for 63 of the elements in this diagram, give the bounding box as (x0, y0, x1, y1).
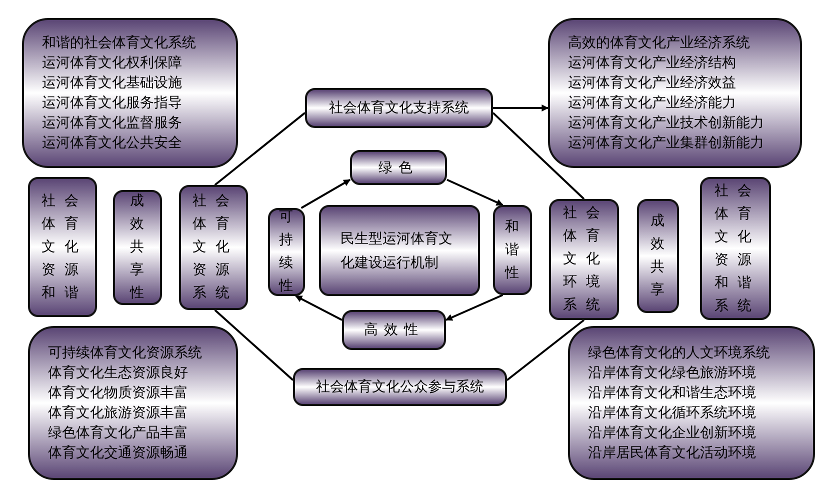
list-item: 运河体育文化产业集群创新能力 (568, 134, 764, 153)
box-label: 高效性 (364, 321, 424, 340)
arrow (300, 178, 351, 209)
box-label: 社会体育文化支持系统 (329, 99, 469, 118)
label-box (293, 368, 507, 406)
list-item: 运河体育文化产业技术创新能力 (568, 114, 764, 133)
list-item: 沿岸体育文化循环系统环境 (588, 404, 756, 423)
vertical-label-box (179, 185, 248, 310)
list-item: 体育文化物质资源丰富 (48, 384, 188, 403)
box-heading: 和谐的社会体育文化系统 (42, 34, 196, 53)
list-item: 沿岸体育文化绿色旅游环境 (588, 364, 756, 383)
arrow (493, 104, 549, 112)
list-item: 运河体育文化产业经济能力 (568, 94, 736, 113)
list-box (28, 326, 238, 480)
list-item: 沿岸体育文化企业创新环境 (588, 424, 756, 443)
list-item: 体育文化交通资源畅通 (48, 444, 188, 463)
vertical-label-box (493, 205, 532, 295)
box-label: 民生型运河体育文化建设运行机制 (340, 230, 454, 272)
connector-line (214, 112, 306, 186)
vertical-label-box (549, 199, 619, 320)
list-item: 运河体育文化权利保障 (42, 54, 182, 73)
list-item: 运河体育文化公共安全 (42, 134, 182, 153)
list-item: 运河体育文化产业经济结构 (568, 54, 736, 73)
list-item: 沿岸居民体育文化活动环境 (588, 444, 756, 463)
box-heading: 可持续体育文化资源系统 (48, 344, 202, 363)
list-item: 运河体育文化产业经济效益 (568, 74, 736, 93)
box-label: 社会体育文化资源和谐系统 (714, 182, 762, 316)
box-label: 社会体育文化环境系统 (562, 204, 610, 315)
vertical-label-box (700, 177, 771, 320)
box-label: 社会体育文化公众参与系统 (316, 378, 484, 397)
list-box (568, 326, 815, 480)
list-box (548, 18, 802, 168)
vertical-label-box (637, 199, 679, 313)
list-item: 绿色体育文化产品丰富 (48, 424, 188, 443)
box-label: 和谐性 (505, 218, 520, 282)
vertical-label-box (268, 208, 305, 296)
connector-line (214, 309, 294, 381)
label-box (319, 205, 480, 296)
arrow (445, 294, 504, 321)
arrow (295, 295, 342, 321)
box-label: 成效共享性 (130, 192, 145, 303)
list-item: 运河体育文化服务指导 (42, 94, 182, 113)
list-item: 沿岸体育文化和谐生态环境 (588, 384, 756, 403)
label-box (342, 310, 446, 350)
arrow (446, 178, 504, 206)
box-label: 成效共享 (650, 212, 666, 300)
list-item: 运河体育文化基础设施 (42, 74, 182, 93)
box-heading: 高效的体育文化产业经济系统 (568, 34, 750, 53)
box-label: 可持续性 (279, 208, 294, 296)
box-label: 社会体育文化资源系统 (192, 192, 240, 303)
label-box (350, 150, 447, 185)
list-box (22, 18, 238, 168)
list-item: 体育文化生态资源良好 (48, 364, 188, 383)
list-item: 体育文化旅游资源丰富 (48, 404, 188, 423)
vertical-label-box (28, 177, 97, 317)
box-label: 社会体育文化资源和谐 (40, 192, 88, 302)
connector-line (506, 319, 585, 381)
vertical-label-box (113, 190, 162, 305)
box-heading: 绿色体育文化的人文环境系统 (588, 344, 770, 363)
label-box (305, 88, 493, 128)
connector-line (492, 112, 585, 200)
box-label: 绿色 (378, 158, 418, 178)
list-item: 运河体育文化监督服务 (42, 114, 182, 133)
